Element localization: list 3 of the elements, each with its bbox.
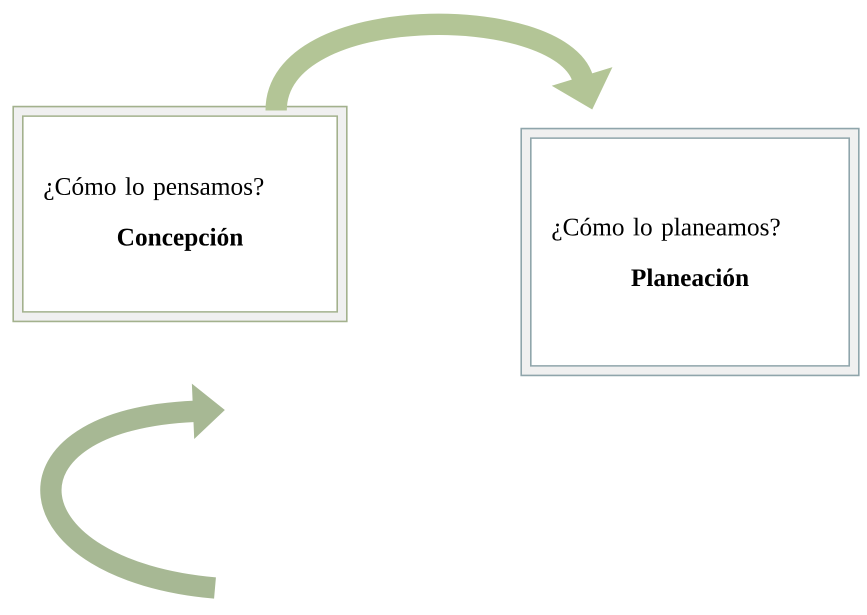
process-box: ¿Cómo lo pensamos? Concepción xyxy=(12,106,348,322)
process-box: ¿Cómo lo planeamos? Planeación xyxy=(520,128,860,376)
curved-arrow xyxy=(266,14,612,113)
